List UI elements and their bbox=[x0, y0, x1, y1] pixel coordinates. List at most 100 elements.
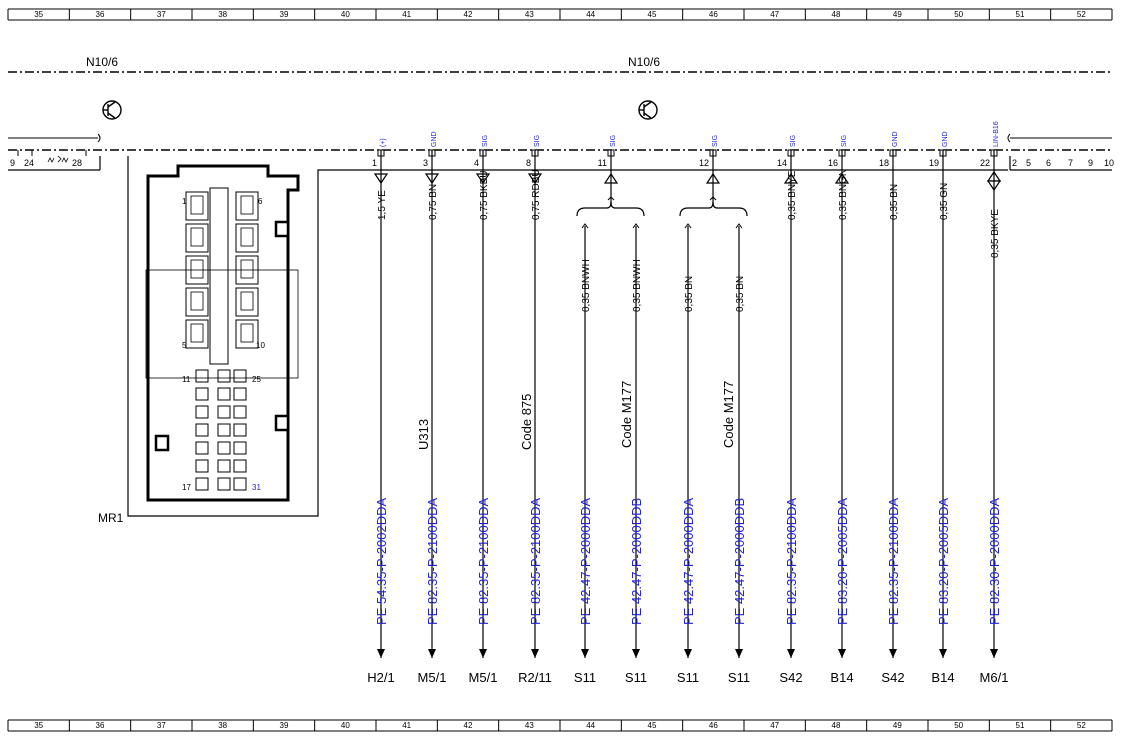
connector-cavity bbox=[217, 423, 231, 437]
pin-number: 8 bbox=[526, 158, 531, 168]
wire-spec-label: 0,75 BN bbox=[428, 184, 439, 220]
pe-reference-link[interactable]: PE 42.47-P-2000DDA bbox=[681, 497, 696, 625]
left-pin-label: 24 bbox=[24, 158, 34, 168]
connector-cavity bbox=[195, 387, 209, 401]
signal-type-label: GND bbox=[942, 131, 949, 147]
pe-reference-link[interactable]: PE 42.47-P-2000DDA bbox=[578, 497, 593, 625]
destination-label: S11 bbox=[625, 670, 647, 685]
ruler-label: 35 bbox=[34, 721, 43, 730]
pe-reference-link[interactable]: PE 82.35-P-2100DDA bbox=[886, 497, 901, 625]
wire-spec-label: 0,35 BNWH bbox=[581, 259, 592, 312]
destination-label: M6/1 bbox=[980, 670, 1009, 685]
pe-reference-link[interactable]: PE 82.35-P-2100DDA bbox=[784, 497, 799, 625]
wire-arrow-icon bbox=[787, 649, 795, 658]
ruler-label: 40 bbox=[341, 10, 350, 19]
pe-reference-link[interactable]: PE 82.30-P-2000DDA bbox=[987, 497, 1002, 625]
connector-cavity bbox=[185, 287, 209, 317]
right-connector-stub: 2 5 6 7 9 10 bbox=[1007, 133, 1114, 171]
ruler-label: 44 bbox=[586, 10, 595, 19]
signal-type-label: (+) bbox=[380, 138, 387, 147]
wire-arrow-icon bbox=[939, 649, 947, 658]
component-label-left: N10/6 bbox=[86, 55, 118, 69]
ruler-label: 52 bbox=[1077, 721, 1086, 730]
connector-cavity bbox=[235, 223, 259, 253]
wire-branch: 0,35 BNWH PE 42.47-P-2000DDA S11 bbox=[574, 223, 596, 685]
connector-cavity bbox=[217, 405, 231, 419]
left-pin-label: 28 bbox=[72, 158, 82, 168]
destination-label: B14 bbox=[931, 670, 954, 685]
connector-cavity bbox=[195, 477, 209, 491]
destination-label: S11 bbox=[574, 670, 596, 685]
pin-number: 1 bbox=[372, 158, 377, 168]
signal-type-label: GND bbox=[431, 131, 438, 147]
destination-label: S11 bbox=[728, 670, 750, 685]
wire-arrow-icon bbox=[990, 649, 998, 658]
wire-arrow-icon bbox=[632, 649, 640, 658]
signal-type-label: SIG bbox=[841, 135, 848, 147]
pe-reference-link[interactable]: PE 82.35-P-2100DDA bbox=[528, 497, 543, 625]
pin-number: 12 bbox=[699, 158, 709, 168]
option-code-label: Code M177 bbox=[619, 381, 634, 448]
ruler-label: 51 bbox=[1016, 721, 1025, 730]
pin-number: 14 bbox=[777, 158, 787, 168]
component-label-center: N10/6 bbox=[628, 55, 660, 69]
connector-cavity bbox=[217, 441, 231, 455]
connector-cavity bbox=[235, 287, 259, 317]
ruler-label: 40 bbox=[341, 721, 350, 730]
wire-arrow-icon bbox=[889, 649, 897, 658]
cavity-label: 11 bbox=[182, 375, 191, 384]
cavity-label: 1 bbox=[182, 197, 187, 206]
wire-arrow-icon bbox=[479, 649, 487, 658]
electronic-symbol-icon bbox=[102, 100, 122, 120]
connector-cavity bbox=[235, 191, 259, 221]
destination-label: M5/1 bbox=[469, 670, 498, 685]
ruler-label: 52 bbox=[1077, 10, 1086, 19]
wire-spec-label: 0,35 BNYE bbox=[787, 170, 798, 220]
connector-cavity bbox=[233, 477, 247, 491]
ruler-label: 49 bbox=[893, 721, 902, 730]
connector-housing bbox=[146, 164, 300, 502]
connector-cavity bbox=[235, 319, 259, 349]
cavity-label: 5 bbox=[182, 341, 187, 350]
pe-reference-link[interactable]: PE 83.20-P-2005DDA bbox=[835, 497, 850, 625]
connector-cavity bbox=[185, 191, 209, 221]
pe-reference-link[interactable]: PE 83.20-P-2005DDA bbox=[936, 497, 951, 625]
pe-reference-link[interactable]: PE 54.35-P-2002DDA bbox=[374, 497, 389, 625]
connector-cavity bbox=[195, 459, 209, 473]
destination-label: S11 bbox=[677, 670, 699, 685]
option-code-label: Code 875 bbox=[519, 394, 534, 450]
wire-arrow-icon bbox=[735, 649, 743, 658]
signal-type-label: SIG bbox=[712, 135, 719, 147]
ruler-label: 48 bbox=[832, 721, 841, 730]
ruler-label: 47 bbox=[770, 721, 779, 730]
connector-cavity bbox=[233, 441, 247, 455]
ruler-label: 35 bbox=[34, 10, 43, 19]
pe-reference-link[interactable]: PE 82.35-P-2100DDA bbox=[476, 497, 491, 625]
ruler-label: 37 bbox=[157, 721, 166, 730]
wire-spec-label: 0,35 BN bbox=[684, 276, 695, 312]
wire-spec-label: 1,5 YE bbox=[377, 190, 388, 220]
ruler-label: 43 bbox=[525, 721, 534, 730]
connector-cavity bbox=[195, 441, 209, 455]
signal-type-label: SIG bbox=[610, 135, 617, 147]
pe-reference-link[interactable]: PE 82.35-P-2100DDA bbox=[425, 497, 440, 625]
pe-reference-link[interactable]: PE 42.47-P-2000DDB bbox=[732, 498, 747, 625]
ruler-label: 38 bbox=[218, 10, 227, 19]
pe-reference-link[interactable]: PE 42.47-P-2000DDB bbox=[629, 498, 644, 625]
ruler-label: 38 bbox=[218, 721, 227, 730]
connector-cavity bbox=[233, 387, 247, 401]
right-pin-label: 5 bbox=[1026, 158, 1031, 168]
connector-cavity bbox=[217, 369, 231, 383]
